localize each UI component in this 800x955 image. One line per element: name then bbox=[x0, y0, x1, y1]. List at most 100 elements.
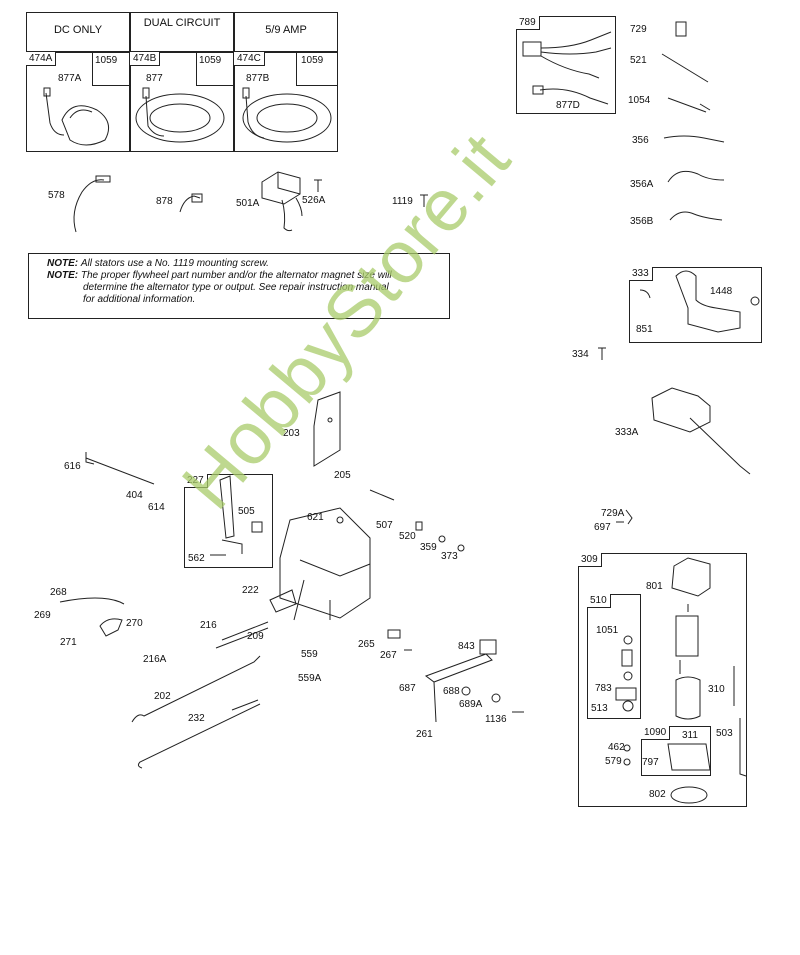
label-267: 267 bbox=[380, 650, 397, 661]
label-222: 222 bbox=[242, 585, 259, 596]
label-311: 311 bbox=[682, 730, 698, 741]
label-729a: 729A bbox=[601, 508, 625, 519]
kit-309-label: 309 bbox=[578, 553, 602, 567]
part-578-lead bbox=[73, 179, 105, 233]
stator-cell-b bbox=[130, 52, 234, 152]
label-1136: 1136 bbox=[485, 714, 507, 725]
stator-dc-only-drawing bbox=[43, 87, 110, 146]
kit-1090-label: 1090 bbox=[641, 726, 671, 740]
kit-789-box bbox=[516, 16, 616, 114]
note-line-2b: determine the alternator type or output.… bbox=[83, 282, 389, 293]
label-205: 205 bbox=[334, 470, 351, 481]
label-843: 843 bbox=[458, 641, 475, 652]
label-689a: 689A bbox=[459, 699, 483, 710]
kit-333-label: 333 bbox=[629, 267, 653, 281]
label-269: 269 bbox=[34, 610, 51, 621]
label-526a: 526A bbox=[302, 195, 326, 206]
label-1051: 1051 bbox=[596, 625, 619, 636]
label-356: 356 bbox=[632, 135, 649, 146]
label-216a: 216A bbox=[143, 654, 167, 665]
part-578-connector bbox=[95, 175, 111, 183]
stator-col-dc-only bbox=[26, 12, 130, 52]
stator-59amp-drawing bbox=[242, 87, 332, 143]
stator-col-dual-circuit bbox=[130, 12, 234, 52]
note-line-2a: The proper flywheel part number and/or t… bbox=[80, 270, 392, 281]
label-505: 505 bbox=[238, 506, 255, 517]
screw-cell-c bbox=[296, 52, 338, 86]
stator-cell-a bbox=[26, 52, 130, 152]
governor-assembly bbox=[279, 507, 371, 619]
label-513: 513 bbox=[591, 703, 608, 714]
label-334: 334 bbox=[572, 349, 589, 360]
label-356a: 356A bbox=[630, 179, 654, 190]
label-783: 783 bbox=[595, 683, 612, 694]
label-851: 851 bbox=[636, 324, 653, 335]
label-621: 621 bbox=[307, 512, 324, 523]
label-270: 270 bbox=[126, 618, 143, 629]
label-462: 462 bbox=[608, 742, 625, 753]
label-687: 687 bbox=[399, 683, 416, 694]
label-520: 520 bbox=[399, 531, 416, 542]
header-dc-only: DC ONLY bbox=[53, 24, 103, 36]
note-line-1: All stators use a No. 1119 mounting scre… bbox=[80, 258, 269, 269]
label-216: 216 bbox=[200, 620, 217, 631]
kit-227-box bbox=[184, 474, 273, 568]
stator-cell-c bbox=[234, 52, 338, 152]
label-688: 688 bbox=[443, 686, 460, 697]
label-1448: 1448 bbox=[710, 286, 733, 297]
screw-cell-b bbox=[196, 52, 234, 86]
label-261: 261 bbox=[416, 729, 433, 740]
label-801: 801 bbox=[646, 581, 663, 592]
label-697: 697 bbox=[594, 522, 611, 533]
label-521: 521 bbox=[630, 55, 647, 66]
note-label-2: NOTE: bbox=[47, 270, 79, 281]
label-614: 614 bbox=[148, 502, 165, 513]
label-203: 203 bbox=[283, 428, 300, 439]
header-dual-circuit: DUAL CIRCUIT bbox=[143, 17, 221, 29]
part-474a: 474A bbox=[26, 52, 57, 66]
kit-1090-box bbox=[641, 726, 711, 776]
label-265: 265 bbox=[358, 639, 375, 650]
label-310: 310 bbox=[708, 684, 725, 695]
part-877: 877 bbox=[146, 73, 163, 84]
part-877a: 877A bbox=[58, 73, 82, 84]
label-1119: 1119 bbox=[392, 196, 413, 207]
label-616: 616 bbox=[64, 461, 81, 472]
part-877b: 877B bbox=[246, 73, 270, 84]
label-356b: 356B bbox=[630, 216, 654, 227]
note-box: NOTE: All stators use a No. 1119 mountin… bbox=[28, 253, 450, 319]
label-579: 579 bbox=[605, 756, 622, 767]
screw-cell-a bbox=[92, 52, 130, 86]
kit-333-box bbox=[629, 267, 762, 343]
label-877d: 877D bbox=[556, 100, 580, 111]
kit-510-box bbox=[587, 594, 641, 719]
part-1059-c: 1059 bbox=[301, 55, 324, 66]
kit-227-label: 227 bbox=[184, 474, 208, 488]
label-802: 802 bbox=[649, 789, 666, 800]
label-232: 232 bbox=[188, 713, 205, 724]
kit-789-label: 789 bbox=[516, 16, 540, 30]
label-559a: 559A bbox=[298, 673, 322, 684]
label-729: 729 bbox=[630, 24, 647, 35]
stator-dual-circuit-drawing bbox=[135, 87, 225, 143]
label-209: 209 bbox=[247, 631, 264, 642]
label-359: 359 bbox=[420, 542, 437, 553]
label-559: 559 bbox=[301, 649, 318, 660]
header-59amp: 5/9 AMP bbox=[265, 24, 307, 36]
label-878: 878 bbox=[156, 196, 173, 207]
note-line-2c: for additional information. bbox=[83, 294, 196, 305]
part-1059-b: 1059 bbox=[199, 55, 222, 66]
label-333a: 333A bbox=[615, 427, 639, 438]
label-268: 268 bbox=[50, 587, 67, 598]
stator-col-59amp bbox=[234, 12, 338, 52]
label-271: 271 bbox=[60, 637, 77, 648]
part-474c: 474C bbox=[234, 52, 265, 66]
kit-510-label: 510 bbox=[587, 594, 611, 608]
note-label-1: NOTE: bbox=[47, 258, 79, 269]
part-474b: 474B bbox=[130, 52, 161, 66]
label-404: 404 bbox=[126, 490, 143, 501]
part-1059-a: 1059 bbox=[95, 55, 118, 66]
rectifier-501a bbox=[261, 171, 301, 205]
label-503: 503 bbox=[716, 728, 733, 739]
